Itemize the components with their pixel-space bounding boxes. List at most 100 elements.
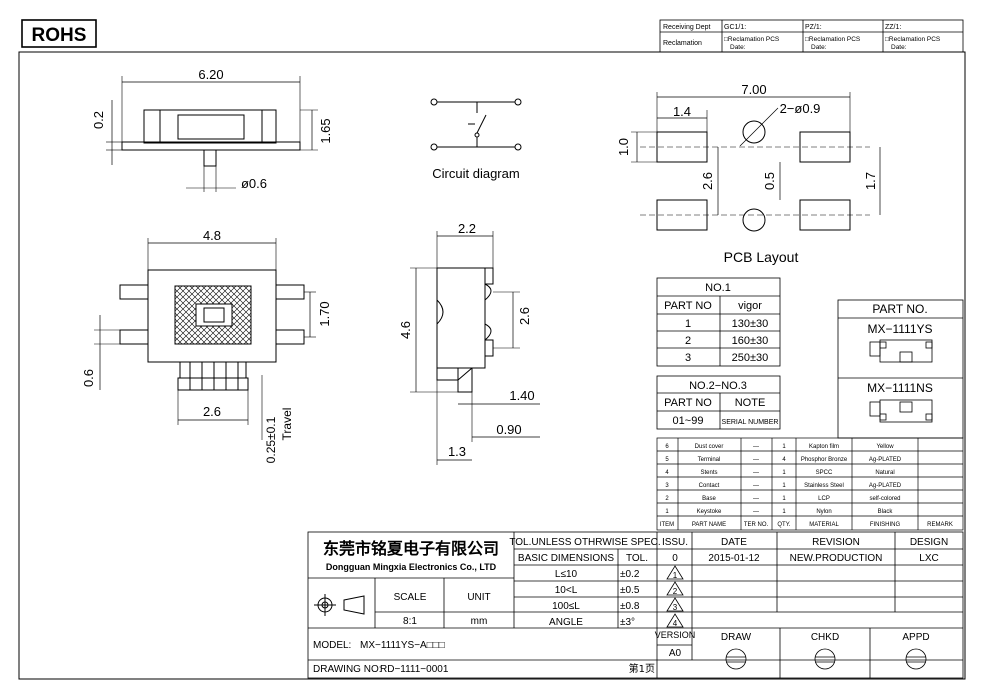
revision-mark-number: 4 (673, 619, 678, 628)
pcb-layout (631, 92, 881, 232)
bom-cell: — (753, 496, 759, 502)
reclamation-pcs-3: □Reclamation PCS (885, 36, 941, 43)
bom-cell: — (753, 457, 759, 463)
dim-1-70: 1.70 (317, 301, 332, 326)
bom-cell: 4 (782, 457, 786, 463)
serial-head-part: PART NO (664, 397, 712, 409)
bom-cell: 2 (665, 496, 669, 502)
dim-2-6-bottom: 2.6 (203, 404, 221, 419)
pz-cell: PZ/1: (805, 24, 822, 31)
tol-head: TOL.UNLESS OTHRWISE SPEC. (509, 537, 660, 548)
rohs-badge (21, 19, 97, 48)
bom-cell: 1 (782, 483, 786, 489)
pcb-label: PCB Layout (724, 249, 799, 265)
tol-row-val: ±0.2 (620, 569, 640, 580)
sheet-frame (18, 51, 966, 680)
model-value: MX−1111YS−A□□□ (360, 640, 445, 651)
side-view (106, 76, 318, 192)
tol-row-dim: 100≤L (552, 601, 580, 612)
revision-label: REVISION (812, 537, 860, 548)
force-row-3-val: 250±30 (732, 352, 769, 364)
bom-cell: Keystoke (697, 509, 722, 515)
basic-dim: BASIC DIMENSIONS (518, 553, 614, 564)
rohs-text: ROHS (32, 25, 87, 46)
bom-cell: Black (878, 509, 894, 515)
serial-title: NO.2−NO.3 (689, 380, 747, 392)
top-view (94, 238, 316, 440)
pcb-dim-2-6: 2.6 (700, 172, 715, 190)
unit-value: mm (471, 616, 488, 627)
circuit-label: Circuit diagram (432, 166, 519, 181)
revision-mark-number: 3 (673, 603, 678, 612)
part-no-2: MX−1111NS (867, 381, 933, 395)
travel-value: 0.25±0.1 (264, 416, 278, 463)
bom-cell: Base (702, 496, 716, 502)
bom-cell: 3 (665, 483, 669, 489)
reclamation-pcs-2: □Reclamation PCS (805, 36, 861, 43)
tol-row-val: ±3° (620, 617, 635, 628)
revision-triangle-icon (666, 581, 684, 596)
dim-2-2: 2.2 (458, 221, 476, 236)
revision-mark-number: 2 (673, 587, 678, 596)
receiving-dept: Receiving Dept (663, 24, 711, 31)
bom-cell: Ag-PLATED (869, 457, 902, 463)
force-head-part: PART NO (664, 300, 712, 312)
company-cn: 东莞市铭夏电子有限公司 (323, 539, 499, 558)
dim-d0-6: ø0.6 (241, 176, 267, 191)
bom-header-cell: MATERIAL (809, 522, 839, 528)
issu-label: ISSU. (662, 537, 688, 548)
bom-header-cell: REMARK (927, 522, 953, 528)
bom-table (656, 437, 964, 531)
bom-cell: Yellow (876, 444, 894, 450)
bom-cell: Phosphor Bronze (801, 457, 848, 463)
bom-cell: 4 (665, 470, 669, 476)
serial-row-no: 01~99 (673, 415, 704, 427)
bom-cell: — (753, 509, 759, 515)
dim-0-90: 0.90 (496, 422, 521, 437)
tol-row-dim: 10<L (555, 585, 578, 596)
bom-cell: Nylon (816, 509, 831, 515)
force-head-vigor: vigor (738, 300, 762, 312)
force-row-1-no: 1 (685, 318, 691, 330)
dim-4-6: 4.6 (398, 321, 413, 339)
zz-cell: ZZ/1: (885, 24, 901, 31)
bom-cell: 1 (782, 470, 786, 476)
date-label: DATE (721, 537, 747, 548)
reclamation-pcs-1: □Reclamation PCS (724, 36, 780, 43)
reclamation-date-3: Date: (891, 44, 907, 51)
projection-symbol-icon (314, 594, 365, 616)
bom-cell: SPCC (816, 470, 833, 476)
model-label: MODEL: (313, 640, 351, 651)
bom-cell: Ag-PLATED (869, 483, 902, 489)
page-number: 第1页 (629, 662, 655, 675)
chkd-label: CHKD (811, 632, 839, 643)
bom-header-cell: FINISHING (870, 522, 901, 528)
bom-cell: 1 (782, 444, 786, 450)
revision-triangle-icon (666, 565, 684, 580)
bom-header-cell: QTY. (777, 522, 791, 528)
part-no-panel (837, 299, 964, 439)
bom-cell: Terminal (698, 457, 721, 463)
force-row-3-no: 3 (685, 352, 691, 364)
travel-label: Travel (280, 408, 294, 441)
serial-table (656, 375, 781, 430)
bom-cell: — (753, 483, 759, 489)
company-en: Dongguan Mingxia Electronics Co., LTD (326, 562, 497, 572)
title-block (307, 531, 964, 679)
bom-header-cell: PART NAME (692, 522, 726, 528)
tol-label: TOL. (626, 553, 648, 564)
drawing-no-value: RD−1111−0001 (380, 664, 449, 675)
appd-label: APPD (902, 632, 929, 643)
scale-value: 8:1 (403, 616, 417, 627)
tol-row-dim: ANGLE (549, 617, 583, 628)
pcb-dim-0-5: 0.5 (762, 172, 777, 190)
bom-cell: 1 (782, 496, 786, 502)
version-value: A0 (669, 648, 682, 659)
dim-1-65: 1.65 (318, 118, 333, 143)
bom-cell: Contact (699, 483, 720, 489)
unit-label: UNIT (467, 592, 490, 603)
bom-cell: 6 (665, 444, 669, 450)
